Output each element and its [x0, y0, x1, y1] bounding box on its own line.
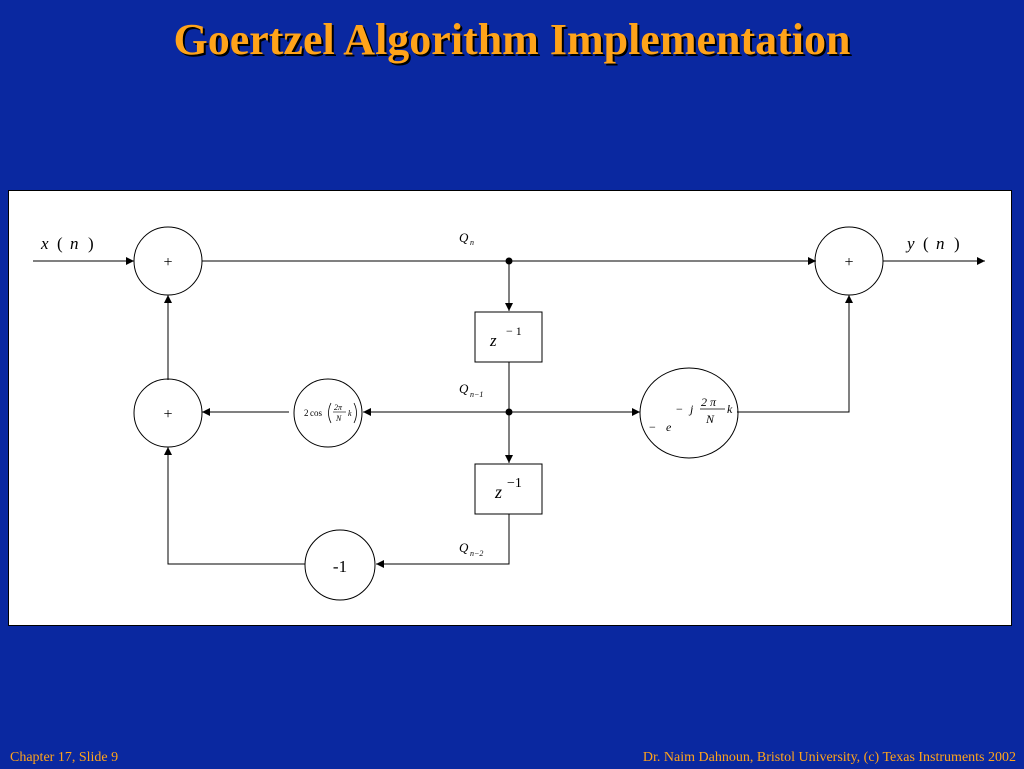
svg-text:n: n — [936, 234, 945, 253]
svg-text:z: z — [489, 331, 497, 350]
neg-gain-label: -1 — [333, 557, 347, 576]
delay-block-2 — [474, 463, 543, 515]
svg-text:n: n — [70, 234, 79, 253]
slide-title: Goertzel Algorithm Implementation — [173, 15, 851, 64]
svg-text:j: j — [688, 402, 694, 416]
adder-input-symbol: + — [163, 254, 172, 271]
svg-text:n−2: n−2 — [470, 549, 483, 558]
svg-text:): ) — [954, 234, 960, 253]
qn-label: Q n — [459, 230, 474, 247]
coef-block — [293, 378, 363, 448]
svg-text:n−1: n−1 — [470, 390, 483, 399]
adder-output — [814, 226, 884, 296]
qn2-label: Q n−2 — [459, 540, 483, 558]
svg-text:−: − — [649, 420, 656, 434]
delay-1-label: z − 1 — [489, 324, 522, 350]
twiddle-block — [639, 367, 739, 459]
svg-text:2π: 2π — [334, 403, 343, 412]
svg-text:z: z — [494, 482, 502, 502]
adder-feedback — [133, 378, 203, 448]
svg-text:Q: Q — [459, 540, 469, 555]
footer-chapter-slide: Chapter 17, Slide 9 — [10, 750, 119, 765]
svg-text:x: x — [40, 234, 49, 253]
adder-input — [133, 226, 203, 296]
coef-label: 2 cos 2π N k — [304, 402, 357, 424]
delay-2-label: z −1 — [494, 476, 522, 502]
svg-text:Q: Q — [459, 381, 469, 396]
footer-author: Dr. Naim Dahnoun, Bristol University, (c… — [642, 750, 1016, 765]
diagram-panel: + + + x ( n ) y ( n ) Q n Q n−1 Q n−2 — [8, 190, 1012, 626]
svg-text:n: n — [470, 238, 474, 247]
twiddle-to-output-adder — [737, 295, 853, 413]
svg-text:2: 2 — [304, 408, 309, 418]
delay-block-1 — [474, 311, 543, 363]
twiddle-label: − e − j 2 π N k — [649, 395, 733, 434]
neg-gain-to-adder2 — [164, 447, 305, 565]
svg-text:2 π: 2 π — [701, 395, 717, 409]
qn2-to-neg-gain — [376, 514, 510, 568]
junction-qn — [505, 257, 513, 265]
output-label: y ( n ) — [905, 234, 960, 253]
svg-text:(: ( — [923, 234, 929, 253]
svg-text:y: y — [905, 234, 915, 253]
svg-text:Q: Q — [459, 230, 469, 245]
neg-gain-block — [304, 529, 376, 601]
svg-text:k: k — [348, 409, 352, 418]
adder-feedback-symbol: + — [163, 406, 172, 423]
adder-output-symbol: + — [844, 254, 853, 271]
svg-text:e: e — [666, 420, 672, 434]
svg-text:−1: −1 — [507, 476, 522, 491]
input-label: x ( n ) — [40, 234, 94, 253]
qn1-label: Q n−1 — [459, 381, 483, 399]
svg-text:N: N — [705, 412, 715, 426]
svg-text:cos: cos — [310, 408, 322, 418]
junction-qn1 — [505, 408, 513, 416]
svg-text:−: − — [676, 402, 683, 416]
svg-text:N: N — [335, 414, 342, 423]
svg-text:− 1: − 1 — [506, 324, 522, 338]
svg-text:k: k — [727, 402, 733, 416]
svg-text:(: ( — [57, 234, 63, 253]
svg-text:): ) — [88, 234, 94, 253]
